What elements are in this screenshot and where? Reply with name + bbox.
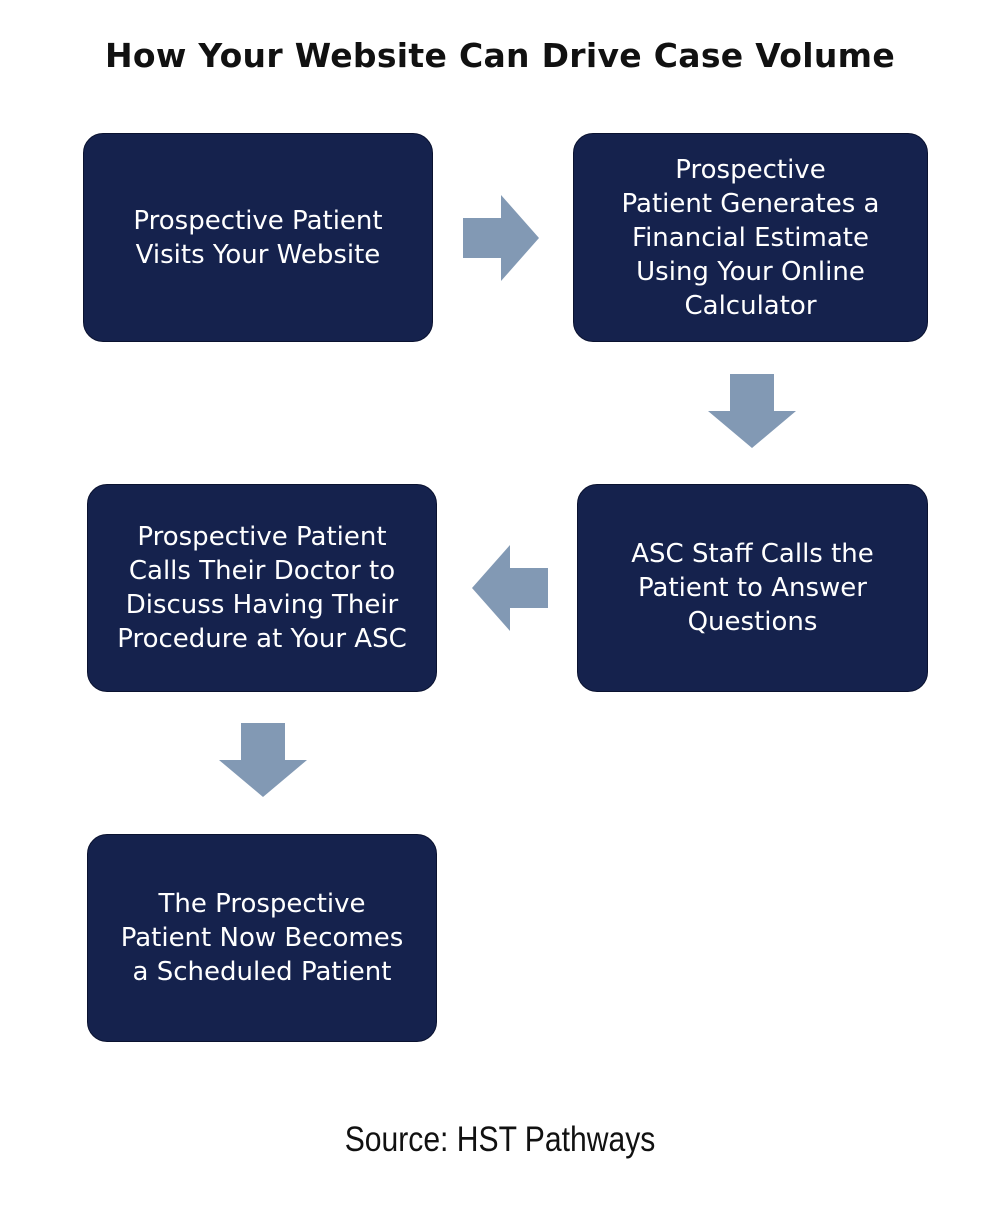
arrow-down-icon (219, 723, 307, 797)
step-1-box: Prospective Patient Visits Your Website (83, 133, 433, 342)
step-4-box: Prospective Patient Calls Their Doctor t… (87, 484, 437, 692)
source-caption: Source: HST Pathways (344, 1120, 656, 1159)
step-3-box: ASC Staff Calls the Patient to Answer Qu… (577, 484, 928, 692)
step-2-box: Prospective Patient Generates a Financia… (573, 133, 928, 342)
step-5-box: The Prospective Patient Now Becomes a Sc… (87, 834, 437, 1042)
arrow-right-icon (463, 195, 539, 281)
diagram-title: How Your Website Can Drive Case Volume (104, 36, 896, 75)
arrow-down-icon (708, 374, 796, 448)
arrow-left-icon (472, 545, 548, 631)
